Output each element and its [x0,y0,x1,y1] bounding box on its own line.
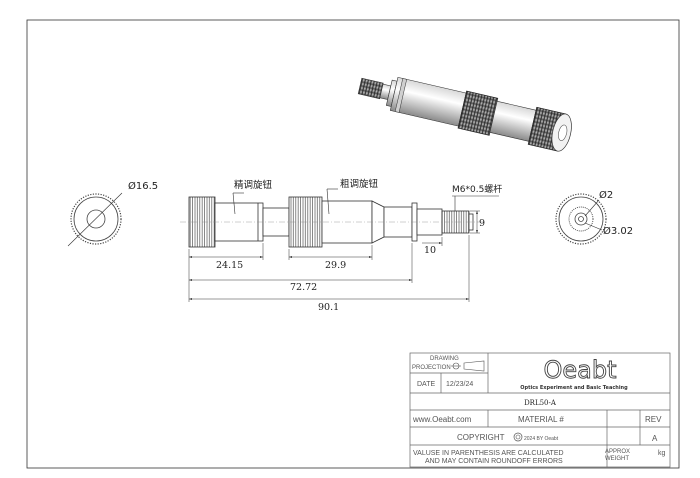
dim-overall: 90.1 [318,302,339,313]
dim-coarse-knob: 29.9 [325,260,346,271]
weight-label: WEIGHT [605,456,629,462]
drawing-label: DRAWING [430,356,459,362]
screw-callout: M6*0.5螺杆 [452,183,502,195]
note-line-1: VALUSE IN PARENTHESIS ARE CALCULATED [413,450,564,457]
dim-screw-length: 10 [424,245,436,256]
fine-knob-callout: 精调旋钮 [234,179,273,191]
tip-diameter-small-label: Ø2 [599,189,613,201]
left-end-view: Ø16.5 [67,180,158,247]
company-logo: Oeabt [543,356,616,384]
website: www.Oeabt.com [412,415,472,424]
date-label: DATE [417,381,435,388]
copyright-suffix: 2024 BY Oeabt [524,436,559,442]
sheet-border [26,19,680,469]
date-value: 12/23/24 [446,381,473,388]
rev-label: REV [645,415,662,424]
iso-thread [357,77,384,100]
dimension-lines [188,210,480,302]
side-view [180,196,485,248]
title-block: DRAWING PROJECTION DATE 12/23/24 Oeabt O… [409,352,671,468]
main-barrel [321,200,373,244]
part-number: DRL50-A [524,399,557,407]
end-diameter-label: Ø16.5 [128,180,158,192]
note-line-2: AND MAY CONTAIN ROUNDOFF ERRORS [425,458,563,465]
isometric-view [357,76,572,152]
callouts [232,188,499,215]
projection-symbol-icon [451,360,485,372]
dim-to-shoulder: 72.72 [290,282,317,293]
copyright-label: COPYRIGHT [457,433,505,442]
right-end-view: Ø2 Ø3.02 [555,189,633,245]
dim-fine-knob: 24.15 [216,260,243,271]
weight-unit: kg [658,450,666,457]
projection-label: PROJECTION [412,365,451,371]
dim-screw-height: 9 [479,218,485,229]
logo-subtitle: Optics Experiment and Basic Teaching [520,385,628,391]
material-label: MATERIAL # [518,415,564,424]
copyright-icon [513,432,523,442]
approx-label: APPROX [605,449,630,455]
rev-value: A [652,434,658,443]
coarse-knob-callout: 粗调旋钮 [340,178,379,190]
knurled-outline [70,193,122,245]
tip-diameter-large-label: Ø3.02 [603,225,633,237]
